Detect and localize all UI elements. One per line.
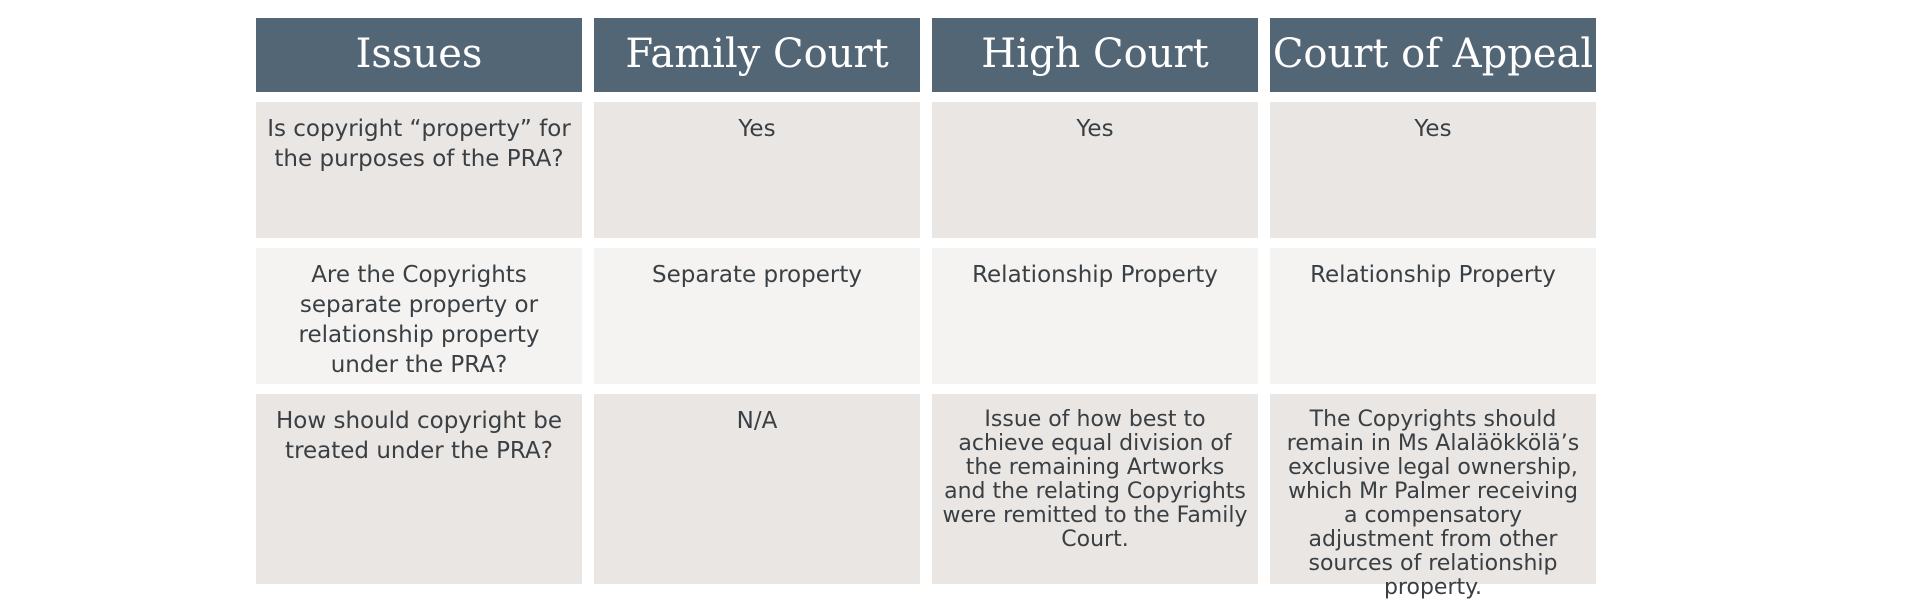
court-comparison-table: Issues Family Court High Court Court of … (256, 18, 1596, 600)
table-cell-family-court-1: Yes (594, 102, 920, 238)
table-cell-issue-2: Are the Copyrights separate property or … (256, 248, 582, 384)
table-cell-court-of-appeal-1: Yes (1270, 102, 1596, 238)
header-issues: Issues (256, 18, 582, 92)
table-cell-high-court-3: Issue of how best to achieve equal divis… (932, 394, 1258, 584)
table-cell-high-court-1: Yes (932, 102, 1258, 238)
table-cell-issue-3: How should copyright be treated under th… (256, 394, 582, 584)
table-cell-high-court-2: Relationship Property (932, 248, 1258, 384)
header-family-court: Family Court (594, 18, 920, 92)
table-cell-issue-1: Is copyright “property” for the purposes… (256, 102, 582, 238)
table-cell-family-court-3: N/A (594, 394, 920, 584)
table-cell-family-court-2: Separate property (594, 248, 920, 384)
table-cell-court-of-appeal-2: Relationship Property (1270, 248, 1596, 384)
table-cell-court-of-appeal-3: The Copyrights should remain in Ms Alalä… (1270, 394, 1596, 600)
header-court-of-appeal: Court of Appeal (1270, 18, 1596, 92)
header-high-court: High Court (932, 18, 1258, 92)
